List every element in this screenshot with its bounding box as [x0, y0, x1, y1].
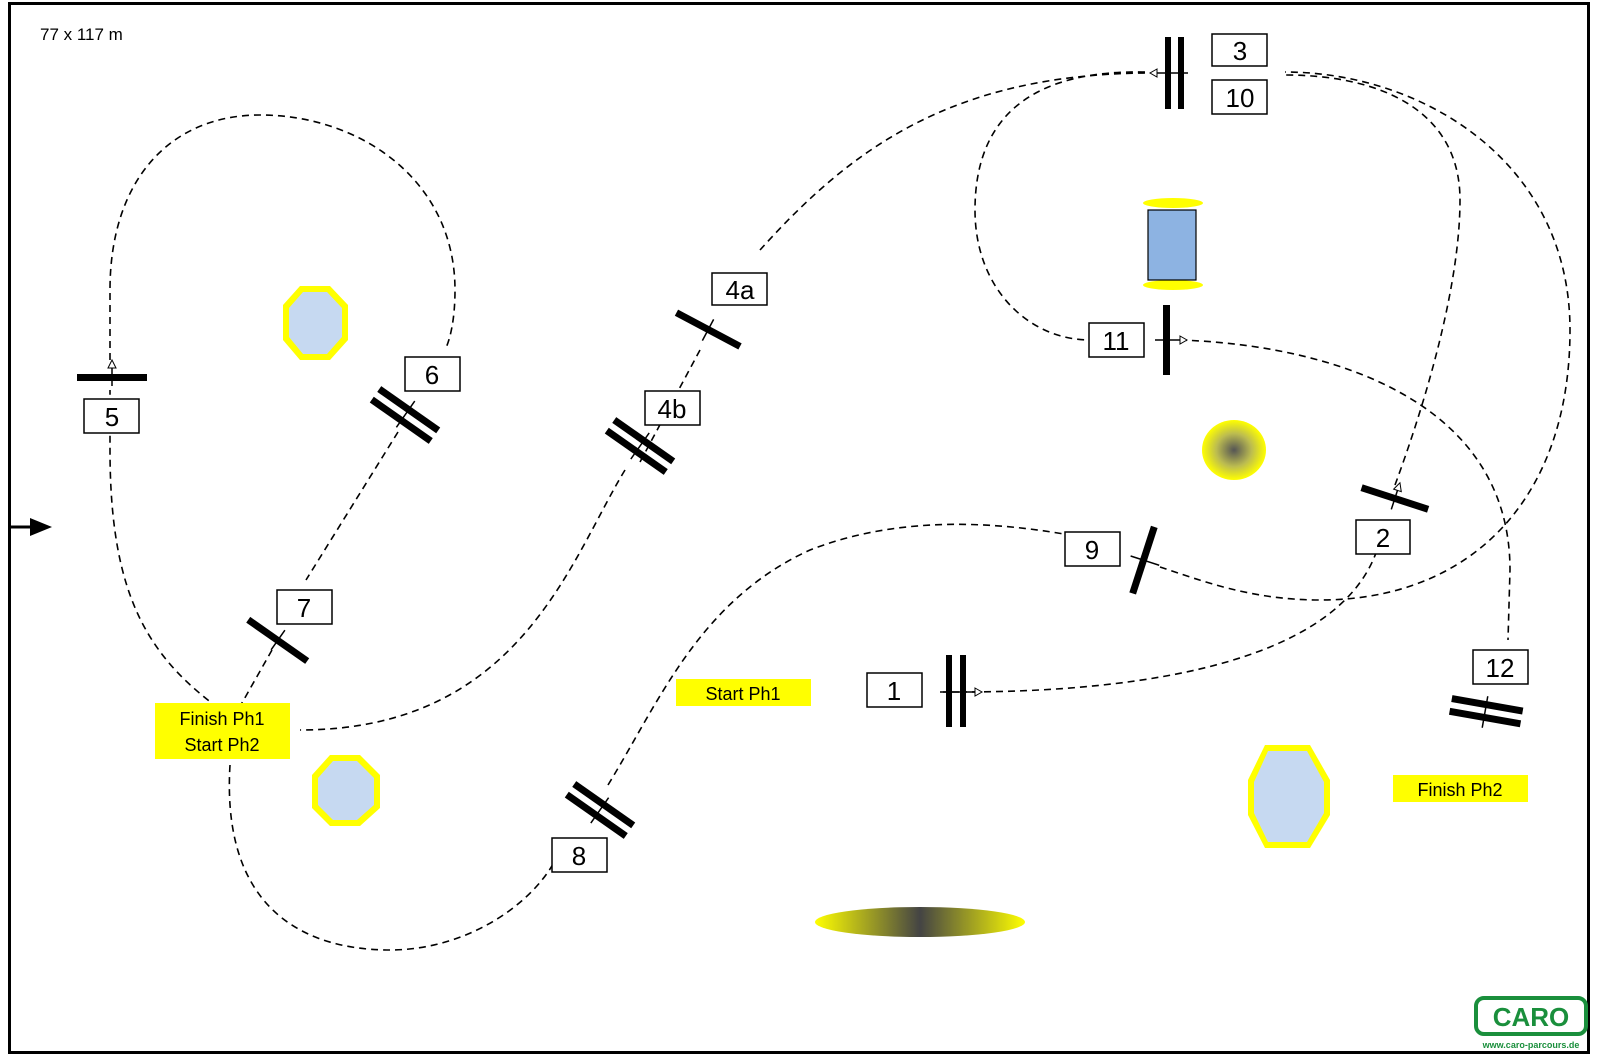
svg-text:6: 6 [425, 360, 439, 390]
caro-logo: CARO www.caro-parcours.de [1474, 996, 1588, 1050]
jump-5-fence [77, 358, 147, 386]
svg-text:4b: 4b [658, 394, 687, 424]
water-obstacle-top-left [283, 286, 348, 360]
svg-text:9: 9 [1085, 535, 1099, 565]
jump-label-7: 7 [276, 589, 333, 625]
jump-label-5: 5 [83, 398, 140, 434]
water-obstacle-bottom-right [1248, 745, 1330, 848]
svg-text:Finish Ph1: Finish Ph1 [179, 709, 264, 729]
hedge-decoration [815, 907, 1025, 937]
jump-6-fence [369, 386, 441, 444]
jump-9-fence [1129, 525, 1160, 595]
start-ph1-label: Start Ph1 [676, 679, 811, 706]
svg-text:8: 8 [572, 841, 586, 871]
water-obstacle-bottom-left [312, 755, 380, 826]
jump-4b-fence [604, 417, 676, 475]
jump-4a-fence [674, 309, 742, 350]
jump-7-fence [246, 616, 310, 664]
jump-1-fence [943, 655, 984, 727]
finish-ph2-label: Finish Ph2 [1393, 775, 1528, 802]
jump-label-2: 2 [1355, 519, 1411, 555]
svg-text:11: 11 [1103, 326, 1130, 356]
svg-text:1: 1 [887, 676, 901, 706]
jump-label-12: 12 [1472, 649, 1529, 685]
jump-3-10-fence [1148, 37, 1188, 109]
jump-2-fence [1360, 481, 1430, 513]
jump-label-1: 1 [866, 672, 923, 708]
jump-12-fence [1448, 695, 1524, 728]
svg-text:4a: 4a [726, 275, 755, 305]
svg-text:Finish Ph2: Finish Ph2 [1417, 780, 1502, 800]
jump-label-4b: 4b [644, 390, 701, 426]
jump-label-9: 9 [1064, 531, 1121, 567]
jump-label-8: 8 [551, 837, 608, 873]
svg-text:3: 3 [1233, 36, 1247, 66]
jump-label-3: 3 [1211, 33, 1268, 67]
jump-label-6: 6 [404, 356, 461, 392]
svg-text:12: 12 [1486, 653, 1515, 683]
finish-ph1-start-ph2-label: Finish Ph1 Start Ph2 [155, 703, 290, 759]
jump-label-4a: 4a [711, 272, 768, 306]
arena-border [8, 2, 1590, 1054]
jump-label-10: 10 [1211, 79, 1268, 115]
arena-size: 77 x 117 m [40, 25, 123, 44]
svg-text:Start Ph1: Start Ph1 [705, 684, 780, 704]
jump-11-fence [1155, 305, 1189, 375]
svg-text:www.caro-parcours.de: www.caro-parcours.de [1482, 1040, 1580, 1050]
svg-text:5: 5 [105, 402, 119, 432]
svg-text:7: 7 [297, 593, 311, 623]
svg-text:Start Ph2: Start Ph2 [184, 735, 259, 755]
svg-text:2: 2 [1376, 523, 1390, 553]
svg-text:CARO: CARO [1493, 1002, 1570, 1032]
entrance-arrow-icon [10, 518, 52, 536]
jump-8-fence [564, 781, 636, 839]
svg-text:10: 10 [1226, 83, 1255, 113]
blue-box-obstacle [1143, 198, 1203, 290]
bush-decoration [1202, 420, 1266, 480]
jump-label-11: 11 [1088, 322, 1145, 358]
